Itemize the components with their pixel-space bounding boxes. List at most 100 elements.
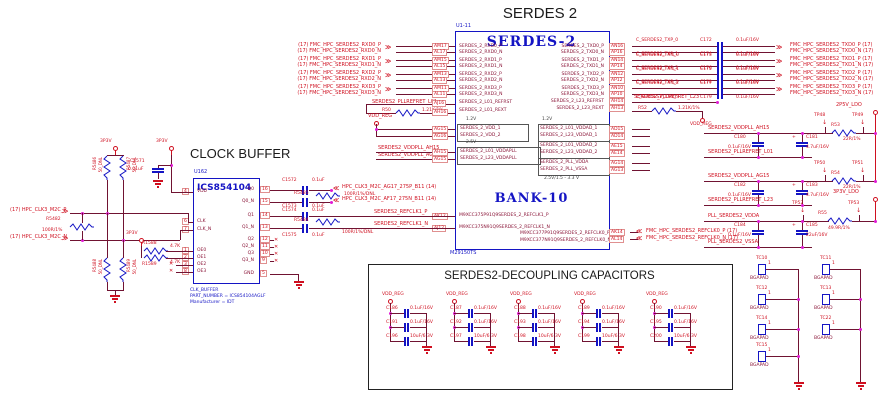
- serdes-chip-name: SERDES-2: [486, 34, 577, 50]
- part-ref: C1575: [282, 233, 297, 238]
- wire: [704, 133, 833, 134]
- pin-number: 3: [182, 261, 189, 269]
- wire: [309, 216, 455, 217]
- part-value: 0.1uF/16V: [410, 306, 433, 311]
- wire: [602, 327, 618, 328]
- resistor-symbol: [143, 254, 169, 262]
- resistor-symbol: [315, 192, 341, 200]
- signal-label: BGAPAD: [750, 276, 769, 281]
- part-ref: C188: [514, 306, 526, 311]
- net-label: (17) FMC_HPC_SERDES2_RXD1_N: [297, 62, 381, 68]
- pin-number: 15: [260, 198, 270, 206]
- part-ref: C176: [700, 66, 712, 71]
- resistor-symbol: [831, 177, 857, 185]
- decoupling-title: SERDES2-DECOUPLING CAPACITORS: [444, 270, 655, 282]
- clock-buffer-refdes: U162: [194, 169, 208, 175]
- resistor-symbol: [103, 257, 111, 283]
- part-value: 4.7K: [170, 260, 181, 265]
- part-ref: C198: [514, 334, 526, 339]
- part-ref: R5482: [46, 217, 61, 222]
- signal-label: OE2: [197, 262, 207, 267]
- junction-dot: [757, 132, 760, 135]
- capacitor-plate: [468, 337, 470, 346]
- pin-number: AK14: [609, 229, 625, 237]
- signal-label: SERDES_2_RXD0_P: [459, 44, 502, 49]
- signal-label: SERDES_2_L01_VDDAPLL: [460, 149, 517, 154]
- serdes-part-number: M29150TS: [450, 250, 477, 256]
- junction-dot: [801, 180, 804, 183]
- wire: [630, 239, 638, 240]
- part-ref: TP52: [792, 201, 804, 206]
- signal-label: SERDES_2_TXD3_N: [560, 92, 604, 97]
- wire: [538, 327, 554, 328]
- wire: [107, 155, 124, 156]
- capacitor-plate: [796, 142, 808, 144]
- part-ref: TC12: [756, 286, 768, 291]
- part-ref: C172: [700, 38, 712, 43]
- pin-number: AH13: [609, 105, 626, 113]
- part-ref: R1588: [142, 241, 157, 246]
- wire: [830, 299, 860, 300]
- signal-label: OE3: [197, 269, 207, 274]
- part-value: 10uF/6.3V: [602, 334, 625, 339]
- part-value: 50_DNL: [132, 259, 137, 275]
- part-value: 0.1uF/16V: [728, 145, 751, 150]
- ground-symbol: [153, 180, 163, 188]
- resistor-symbol: [651, 107, 677, 115]
- part-ref: C183: [806, 183, 818, 188]
- connector-arrow-icon: ≪: [333, 197, 340, 204]
- wire: [538, 313, 554, 314]
- signal-label: SERDES_2_L23_REFRST: [550, 99, 604, 104]
- capacitor-plate: [302, 186, 304, 195]
- net-label: FMC_HPC_SERDES2_TXD0_P (17): [790, 42, 873, 48]
- part-ref: C193: [514, 320, 526, 325]
- net-label: PLL_SERDES2_VSSA: [708, 239, 759, 245]
- part-ref: R54: [831, 171, 840, 176]
- capacitor-plate: [668, 337, 670, 346]
- junction-dot: [874, 220, 877, 223]
- no-connect-icon: ✕: [274, 237, 279, 243]
- signal-label: CLK_N: [197, 227, 212, 232]
- signal-label: OE1: [197, 255, 207, 260]
- part-ref: C1571: [130, 159, 145, 164]
- wire: [582, 313, 596, 314]
- part-ref: 1: [832, 321, 835, 326]
- net-label: (17) FMC_HPC_SERDES2_RXD3_P: [298, 84, 381, 90]
- net-label: C_SERDES2_TXN_3: [636, 95, 679, 100]
- pin-number: 5: [260, 270, 267, 278]
- net-label: (17) FMC_HPC_SERDES2_RXD0_N: [297, 48, 381, 54]
- signal-label: M9XCC375N91Q9SERDES_2_REFCLK1_N: [459, 225, 550, 230]
- signal-label: SERDES_2_VDD_1: [460, 126, 501, 131]
- part-ref: C190: [650, 306, 662, 311]
- wire: [107, 282, 108, 290]
- wire: [723, 80, 775, 81]
- capacitor-plate: [796, 190, 808, 192]
- net-label: 2P5V_LDO: [836, 102, 862, 108]
- clock-buffer-outline: [193, 178, 260, 284]
- wire: [474, 327, 490, 328]
- signal-label: BGAPAD: [750, 306, 769, 311]
- capacitor-plate: [796, 230, 808, 232]
- signal-label: SERDES_2_TXD0_N: [560, 50, 604, 55]
- wire: [582, 327, 596, 328]
- label: [831, 177, 857, 185]
- wire: [158, 165, 159, 168]
- net-label: FMC_HPC_SERDES2_REFCLK0_N (17): [646, 235, 738, 241]
- testpoint-icon: ↓: [822, 119, 828, 126]
- signal-label: GND: [243, 271, 254, 276]
- signal-label: SERDES_2_L01_REFRST: [459, 100, 513, 105]
- capacitor-plate: [721, 62, 723, 71]
- part-ref: C180: [734, 135, 746, 140]
- part-ref: C191: [386, 320, 398, 325]
- wire: [474, 341, 490, 342]
- junction-dot: [801, 132, 804, 135]
- testpoint-icon: ↓: [860, 167, 866, 174]
- wire: [518, 327, 532, 328]
- wire: [723, 74, 775, 75]
- net-label: SERDES2_PLLREFRET_L01: [372, 99, 438, 105]
- testpoint-icon: ↓: [800, 207, 806, 214]
- bga-pad-symbol: [758, 264, 766, 275]
- resistor-symbol: [827, 217, 853, 225]
- wire: [632, 111, 652, 112]
- wire: [270, 216, 302, 217]
